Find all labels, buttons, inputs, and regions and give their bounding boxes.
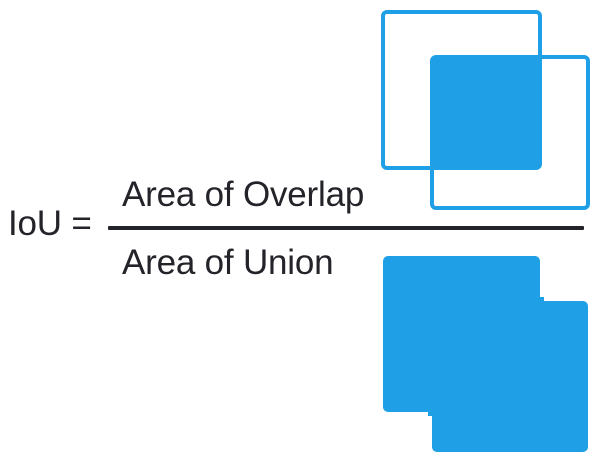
iou-label: IoU = (8, 204, 92, 243)
fraction-denominator: Area of Union (122, 243, 334, 282)
union-diagram (370, 246, 600, 468)
overlap-diagram-svg (381, 10, 590, 210)
union-diagram-svg (383, 256, 588, 452)
union-filled-shape (383, 256, 588, 452)
union-joint-patch (428, 297, 544, 416)
overlap-diagram (370, 0, 600, 222)
overlap-intersection-fill (432, 57, 540, 168)
fraction-bar (108, 226, 584, 230)
fraction: Area of Overlap Area of Union (108, 168, 588, 296)
overlap-box-a-outline (381, 10, 542, 170)
fraction-numerator: Area of Overlap (122, 175, 365, 214)
overlap-box-b-outline (430, 55, 590, 210)
